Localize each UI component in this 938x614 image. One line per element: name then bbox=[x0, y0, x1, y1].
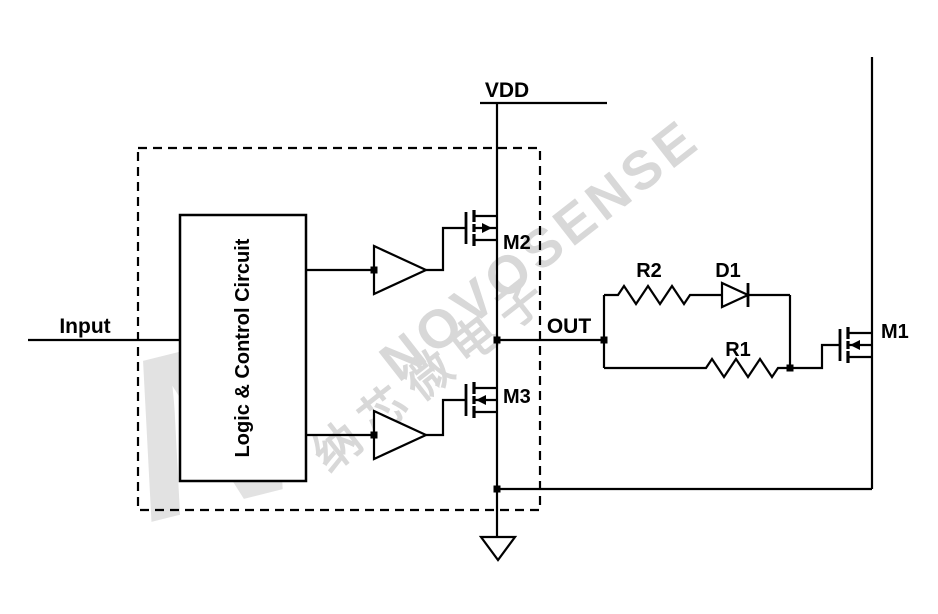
diode-d1-anode-triangle bbox=[720, 281, 751, 309]
mosfet-m3 bbox=[464, 382, 497, 418]
junction-dot bbox=[493, 485, 501, 493]
d1-label: D1 bbox=[715, 260, 741, 282]
upper-buffer-triangle bbox=[372, 244, 429, 296]
logic-control-block bbox=[178, 213, 308, 483]
junction-dot bbox=[370, 431, 378, 439]
m1-label: M1 bbox=[881, 321, 909, 343]
wire-lower-buffer-to-m3-gate bbox=[426, 398, 466, 437]
ic-boundary-dashed-box bbox=[136, 146, 542, 512]
m2-label: M2 bbox=[503, 232, 531, 254]
junction-dots bbox=[370, 266, 794, 493]
junction-dot bbox=[370, 266, 378, 274]
m3-label: M3 bbox=[503, 386, 531, 408]
junction-dot bbox=[493, 336, 501, 344]
junction-dot bbox=[786, 364, 794, 372]
input-label: Input bbox=[59, 315, 110, 338]
label-layer: Input VDD OUT M2 M3 M1 R2 D1 R1 Logic & … bbox=[59, 79, 908, 457]
m1-body-arrow bbox=[850, 340, 860, 350]
r1-label: R1 bbox=[725, 339, 751, 361]
out-label: OUT bbox=[547, 315, 592, 338]
wire-to-m1-gate bbox=[790, 343, 840, 370]
mosfet-m1 bbox=[838, 327, 872, 363]
ground-symbol bbox=[478, 535, 518, 562]
r2-label: R2 bbox=[636, 260, 662, 282]
circuit-layer bbox=[28, 57, 874, 562]
resistor-r2 bbox=[604, 284, 722, 306]
vdd-label: VDD bbox=[485, 79, 529, 102]
junction-dot bbox=[600, 336, 608, 344]
resistor-r1 bbox=[604, 357, 790, 379]
m2-body-arrow bbox=[482, 223, 492, 233]
logic-control-label: Logic & Control Circuit bbox=[232, 238, 254, 457]
mosfet-m2 bbox=[464, 210, 497, 246]
m3-body-arrow bbox=[476, 395, 486, 405]
wire-upper-buffer-to-m2-gate bbox=[426, 226, 466, 272]
